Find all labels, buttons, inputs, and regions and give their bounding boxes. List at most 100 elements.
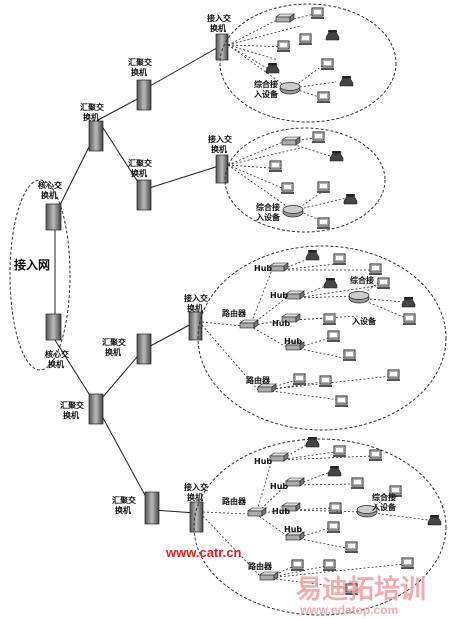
pc-icon <box>344 541 359 554</box>
aggregation-switch-d <box>144 491 160 525</box>
iad-label-1: 综合接 入设备 <box>253 79 279 99</box>
pc-icon <box>322 559 337 572</box>
cluster-2-boundary <box>224 127 386 233</box>
svg-text:换机: 换机 <box>131 168 147 178</box>
cluster-1-boundary <box>219 3 397 123</box>
pc-icon <box>320 58 335 71</box>
backbone-links <box>54 44 223 514</box>
svg-text:换机: 换机 <box>63 410 79 420</box>
svg-text:路由器: 路由器 <box>246 375 271 385</box>
svg-text:换机: 换机 <box>83 112 99 122</box>
svg-text:路由器: 路由器 <box>222 496 247 506</box>
pc-icon <box>386 369 401 382</box>
access-network-boundary <box>9 179 71 371</box>
cluster-4-text: 路由器 路由器 Hub Hub Hub Hub 综合接 入设备 <box>222 457 397 571</box>
site-url-watermark: www.catr.cn <box>165 545 241 560</box>
svg-text:接入交: 接入交 <box>184 482 208 492</box>
phone-icon <box>401 296 416 308</box>
cluster-1-devices <box>265 7 354 104</box>
svg-text:接入交: 接入交 <box>208 134 232 144</box>
svg-text:换机: 换机 <box>41 190 57 200</box>
access-label-2: 接入交 换机 <box>208 134 232 154</box>
agg-label-a: 汇聚交 换机 <box>128 57 152 77</box>
svg-text:核心交: 核心交 <box>38 180 62 190</box>
cluster-3-boundary <box>197 245 447 431</box>
aggregation-switch-mid <box>88 393 104 425</box>
cluster-3-text: 路由器 路由器 Hub Hub Hub Hub 综合接 入设备 <box>222 264 377 385</box>
phone-icon <box>325 29 340 41</box>
access-label-1: 接入交 换机 <box>207 13 231 33</box>
brand-url-watermark: www.edatop.com <box>299 603 398 617</box>
svg-text:Hub: Hub <box>284 525 302 534</box>
svg-text:路由器: 路由器 <box>248 561 273 571</box>
svg-text:换机: 换机 <box>115 505 131 515</box>
phone-icon <box>305 436 320 448</box>
access-label-3: 接入交 换机 <box>184 293 208 313</box>
svg-text:换机: 换机 <box>105 347 121 357</box>
core-label-upper: 核心交 换机 <box>38 180 62 200</box>
pc-icon <box>334 395 349 408</box>
pc-icon <box>326 330 341 343</box>
svg-text:入设备: 入设备 <box>371 502 397 512</box>
phone-icon <box>427 514 442 526</box>
iad-label-2: 综合接 入设备 <box>255 202 281 222</box>
core-switch-upper <box>45 203 62 231</box>
svg-text:综合接: 综合接 <box>372 492 396 502</box>
pc-icon <box>298 33 313 46</box>
cluster-4-boundary <box>193 438 447 616</box>
svg-text:综合接: 综合接 <box>350 275 374 285</box>
svg-text:汇聚交: 汇聚交 <box>112 495 136 505</box>
pc-icon <box>368 263 383 276</box>
access-label-4: 接入交 换机 <box>184 482 208 502</box>
access-switch-3 <box>188 311 203 341</box>
pc-icon <box>318 375 333 388</box>
brand-watermark: 易迪拓培训 <box>296 575 426 605</box>
aggregation-switch-b <box>136 179 152 211</box>
pc-icon <box>328 502 343 515</box>
svg-text:Hub: Hub <box>270 291 288 300</box>
svg-text:汇聚交: 汇聚交 <box>60 400 84 410</box>
cluster-2-devices <box>268 131 358 230</box>
pc-icon <box>290 559 305 572</box>
pc-icon <box>332 253 347 266</box>
iad-icon <box>279 82 301 95</box>
access-network-label: 接入网 <box>14 257 50 272</box>
aggregation-switch-a <box>136 79 152 111</box>
phone-icon <box>323 277 338 289</box>
pc-icon <box>332 445 347 458</box>
svg-text:汇聚交: 汇聚交 <box>128 57 152 67</box>
svg-text:路由器: 路由器 <box>222 308 247 318</box>
agg-label-d: 汇聚交 换机 <box>112 495 136 515</box>
svg-text:Hub: Hub <box>272 319 290 328</box>
pc-icon <box>310 7 325 20</box>
svg-text:Hub: Hub <box>284 337 302 346</box>
svg-text:入设备: 入设备 <box>255 212 281 222</box>
pc-icon <box>316 181 331 194</box>
aggregation-switch-top <box>88 120 104 152</box>
svg-text:核心交: 核心交 <box>45 349 69 359</box>
svg-text:Hub: Hub <box>254 457 272 466</box>
aggregation-switch-c <box>136 333 152 365</box>
svg-text:换机: 换机 <box>210 23 226 33</box>
svg-text:Hub: Hub <box>270 482 288 491</box>
pc-icon <box>400 557 415 570</box>
pc-icon <box>376 277 391 290</box>
pc-icon <box>322 313 337 326</box>
svg-text:换机: 换机 <box>48 359 64 369</box>
pc-icon <box>342 349 357 362</box>
svg-text:Hub: Hub <box>254 264 272 273</box>
svg-text:换机: 换机 <box>187 303 203 313</box>
svg-text:Hub: Hub <box>272 507 290 516</box>
pc-icon <box>316 217 331 230</box>
agg-label-c: 汇聚交 换机 <box>102 337 126 357</box>
pc-icon <box>276 40 291 53</box>
pc-icon <box>326 521 341 534</box>
agg-label-mid: 汇聚交 换机 <box>60 400 84 420</box>
pc-icon <box>292 373 307 386</box>
core-switch-lower <box>45 313 62 341</box>
agg-label-b: 汇聚交 换机 <box>128 158 152 178</box>
phone-icon <box>327 465 342 477</box>
svg-text:入设备: 入设备 <box>253 89 279 99</box>
svg-text:汇聚交: 汇聚交 <box>80 102 104 112</box>
